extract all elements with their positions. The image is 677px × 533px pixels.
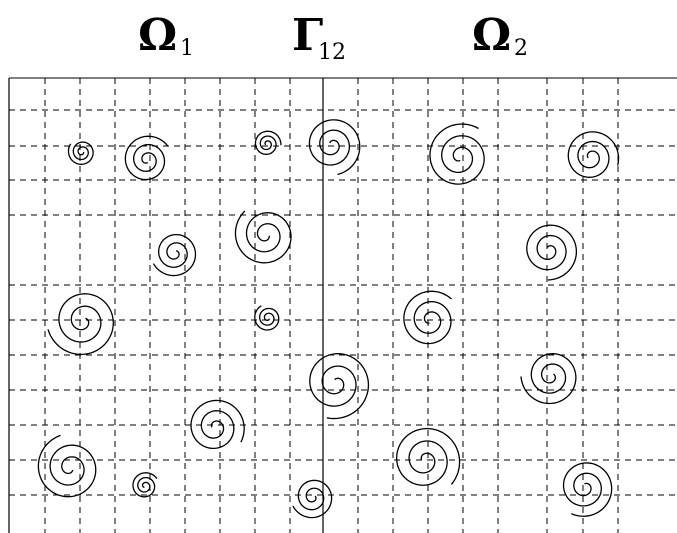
vortex-spiral [309, 353, 370, 420]
vortex-spiral [37, 434, 97, 498]
gamma-subscript: 12 [318, 40, 346, 65]
vortex-spiral [254, 130, 282, 155]
vortex-spiral [292, 479, 333, 519]
domain-lines [8, 77, 677, 533]
omega1-symbol: Ω [138, 10, 178, 61]
vortex-spiral [190, 399, 245, 450]
vortex-spiral [562, 462, 613, 517]
vortex-spiral [403, 290, 452, 345]
omega2-subscript: 2 [514, 36, 528, 61]
vortex-spiral [132, 472, 158, 498]
vortex-spiral [308, 119, 361, 176]
omega1-subscript: 1 [180, 36, 194, 61]
gamma-symbol: Γ [292, 10, 324, 61]
vortex-spiral [254, 305, 280, 331]
vortex-spiral [567, 131, 620, 178]
omega2-symbol: Ω [472, 10, 512, 61]
vortex-spiral [520, 353, 577, 405]
vortex-spiral [67, 141, 94, 165]
grid-lines [9, 78, 677, 533]
vortex-spiral [152, 233, 197, 277]
vortex-spirals [37, 119, 620, 519]
vortex-spiral [124, 135, 169, 181]
vortex-spiral [429, 123, 485, 185]
vortex-spiral [395, 427, 461, 486]
vortex-spiral [234, 210, 292, 264]
vortex-spiral [47, 293, 114, 356]
vortex-spiral [526, 224, 578, 281]
